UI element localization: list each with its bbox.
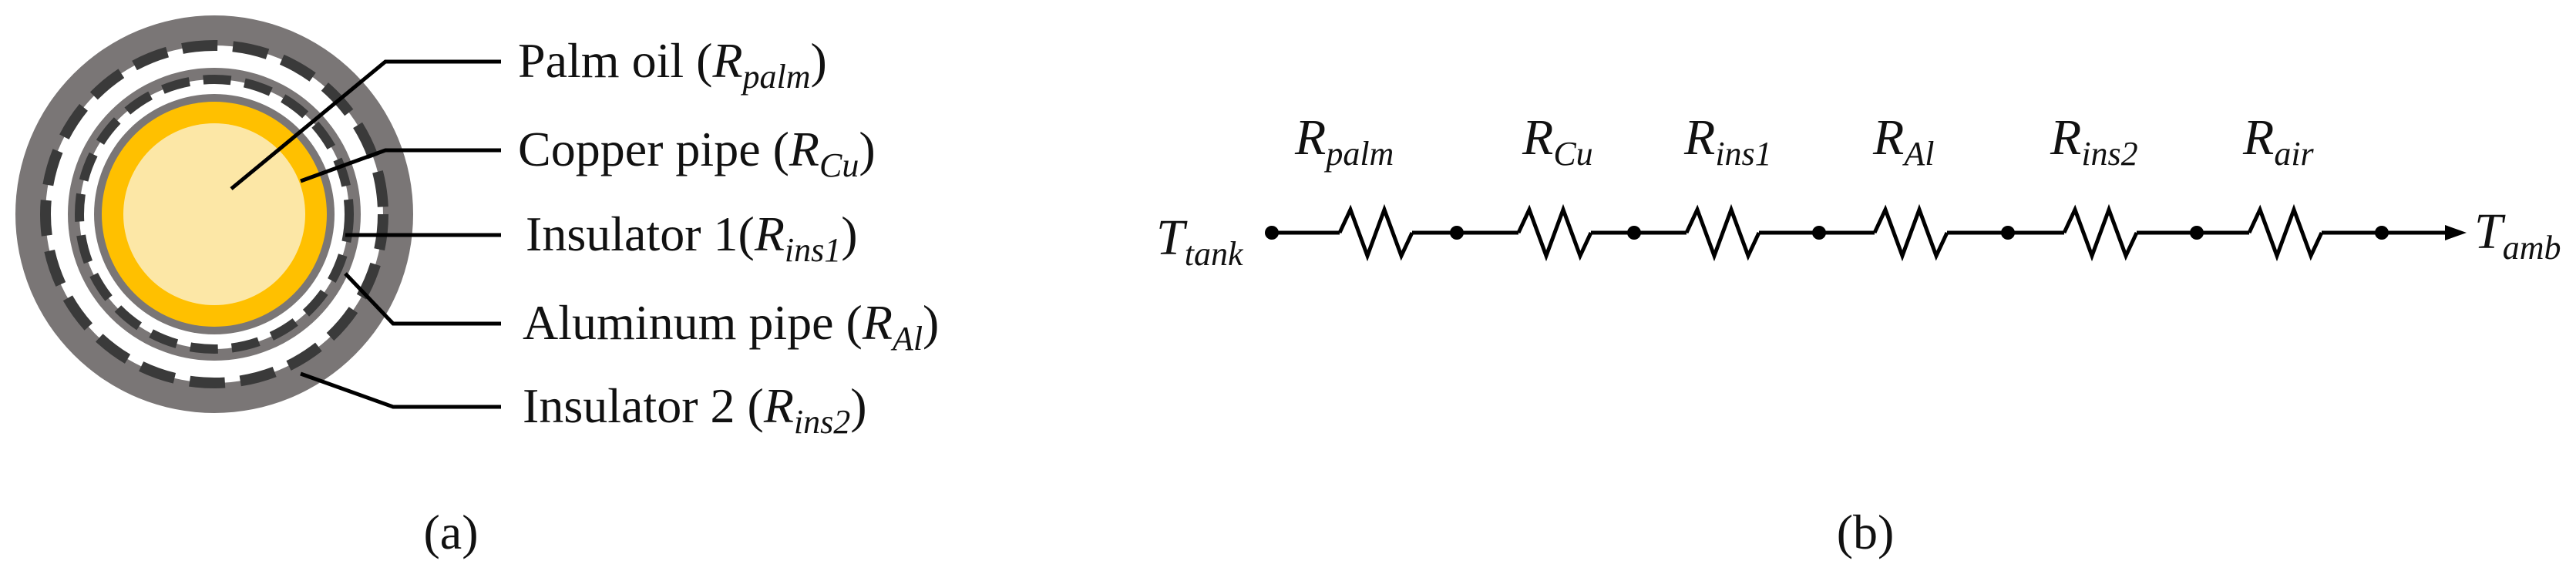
resistor-air-zigzag bbox=[2247, 203, 2324, 262]
resistor-ins2-zigzag bbox=[2062, 203, 2139, 262]
node-1 bbox=[1450, 226, 1464, 240]
resistor-label-ins2: Rins2 bbox=[2050, 109, 2138, 173]
node-5 bbox=[2190, 226, 2204, 240]
node-6 bbox=[2375, 226, 2389, 240]
pipe-cross-section bbox=[15, 15, 413, 413]
node-tank bbox=[1265, 226, 1279, 240]
resistor-label-al: RAl bbox=[1872, 109, 1934, 173]
junction-nodes bbox=[1265, 226, 2389, 240]
leader-copper-pipe bbox=[300, 148, 501, 183]
palm-oil-core bbox=[123, 123, 305, 305]
leader-insulator-2 bbox=[300, 371, 501, 409]
resistor-label-palm: Rpalm bbox=[1294, 109, 1394, 173]
leader-palm-oil bbox=[230, 59, 501, 190]
node-label-amb: Tamb bbox=[2474, 203, 2561, 267]
resistor-cu-zigzag bbox=[1516, 203, 1593, 262]
wire-and-resistors bbox=[1272, 203, 2451, 262]
leader-aluminum-pipe bbox=[344, 272, 501, 326]
label-insulator-1: Insulator 1(Rins1) bbox=[526, 207, 858, 269]
node-4 bbox=[2001, 226, 2015, 240]
node-label-tank: Ttank bbox=[1156, 210, 1244, 273]
caption-b: (b) bbox=[1837, 505, 1895, 559]
label-aluminum-pipe: Aluminum pipe (RAl) bbox=[523, 295, 939, 358]
leader-lines bbox=[230, 59, 501, 409]
resistor-label-air: Rair bbox=[2242, 109, 2315, 173]
resistor-al-zigzag bbox=[1872, 203, 1949, 262]
node-3 bbox=[1812, 226, 1826, 240]
caption-a: (a) bbox=[423, 505, 478, 559]
resistor-labels: Rpalm RCu Rins1 RAl Rins2 Rair bbox=[1294, 109, 2315, 173]
insulator-1-dashes bbox=[75, 75, 354, 354]
component-labels: Palm oil (Rpalm) Copper pipe (RCu) Insul… bbox=[518, 33, 939, 441]
label-palm-oil: Palm oil (Rpalm) bbox=[518, 33, 827, 96]
node-2 bbox=[1627, 226, 1641, 240]
insulator-2-dashes bbox=[40, 40, 388, 388]
resistance-network: Ttank Rpalm RCu bbox=[1156, 109, 2561, 273]
resistor-label-cu: RCu bbox=[1522, 109, 1593, 173]
arrowhead bbox=[2445, 225, 2467, 240]
label-copper-pipe: Copper pipe (RCu) bbox=[518, 122, 876, 184]
resistor-palm-zigzag bbox=[1337, 203, 1414, 262]
resistor-label-ins1: Rins1 bbox=[1683, 109, 1772, 173]
resistor-ins1-zigzag bbox=[1684, 203, 1761, 262]
label-insulator-2: Insulator 2 (Rins2) bbox=[523, 378, 867, 441]
